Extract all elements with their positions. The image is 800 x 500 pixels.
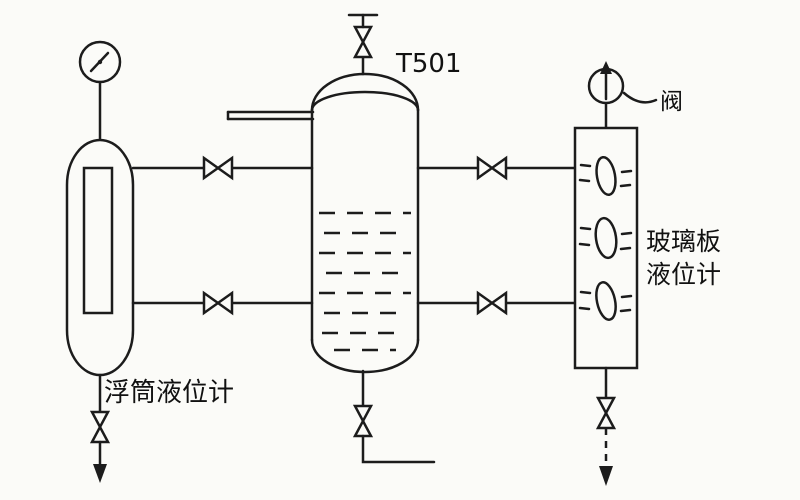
vessel-t501: T501 xyxy=(226,13,462,464)
valve-bowtie-icon xyxy=(202,155,234,181)
bottom-drain-run xyxy=(361,434,436,464)
valve-bowtie-icon xyxy=(352,25,374,59)
valve-bowtie-icon xyxy=(89,410,111,444)
label-leader-line xyxy=(622,91,658,104)
glass-plate-gauge-assembly: 阀 xyxy=(573,61,683,486)
float-level-gauge-assembly xyxy=(65,40,135,483)
left-connection-pipes xyxy=(131,155,314,316)
pressure-gauge-arrow-icon xyxy=(587,61,625,105)
valve-bowtie-icon xyxy=(202,290,234,316)
vessel-bottom-dome xyxy=(310,338,420,374)
valve-bowtie-icon xyxy=(352,404,374,438)
valve-bowtie-icon xyxy=(476,290,508,316)
liquid-level-marks xyxy=(319,211,411,352)
vessel-top-weld-line xyxy=(310,90,420,112)
vessel-tag-label: T501 xyxy=(395,49,462,79)
right-connection-pipes xyxy=(416,155,577,316)
valve-bowtie-icon xyxy=(476,155,508,181)
valve-bowtie-icon xyxy=(595,396,617,430)
sight-glass-windows xyxy=(578,155,633,321)
feed-pipe xyxy=(226,110,315,121)
float-gauge-label: 浮筒液位计 xyxy=(104,378,234,408)
glass-gauge-label-line2: 液位计 xyxy=(646,260,721,289)
float-tube xyxy=(82,166,114,315)
flow-arrow-down xyxy=(93,464,107,483)
vessel-top-dome xyxy=(310,72,420,112)
gauge-pointer-label: 阀 xyxy=(660,89,683,115)
pressure-gauge-icon xyxy=(78,40,122,84)
glass-gauge-label-line1: 玻璃板 xyxy=(646,227,721,256)
hatch-ticks xyxy=(578,163,633,313)
flow-arrow-down xyxy=(599,466,613,486)
